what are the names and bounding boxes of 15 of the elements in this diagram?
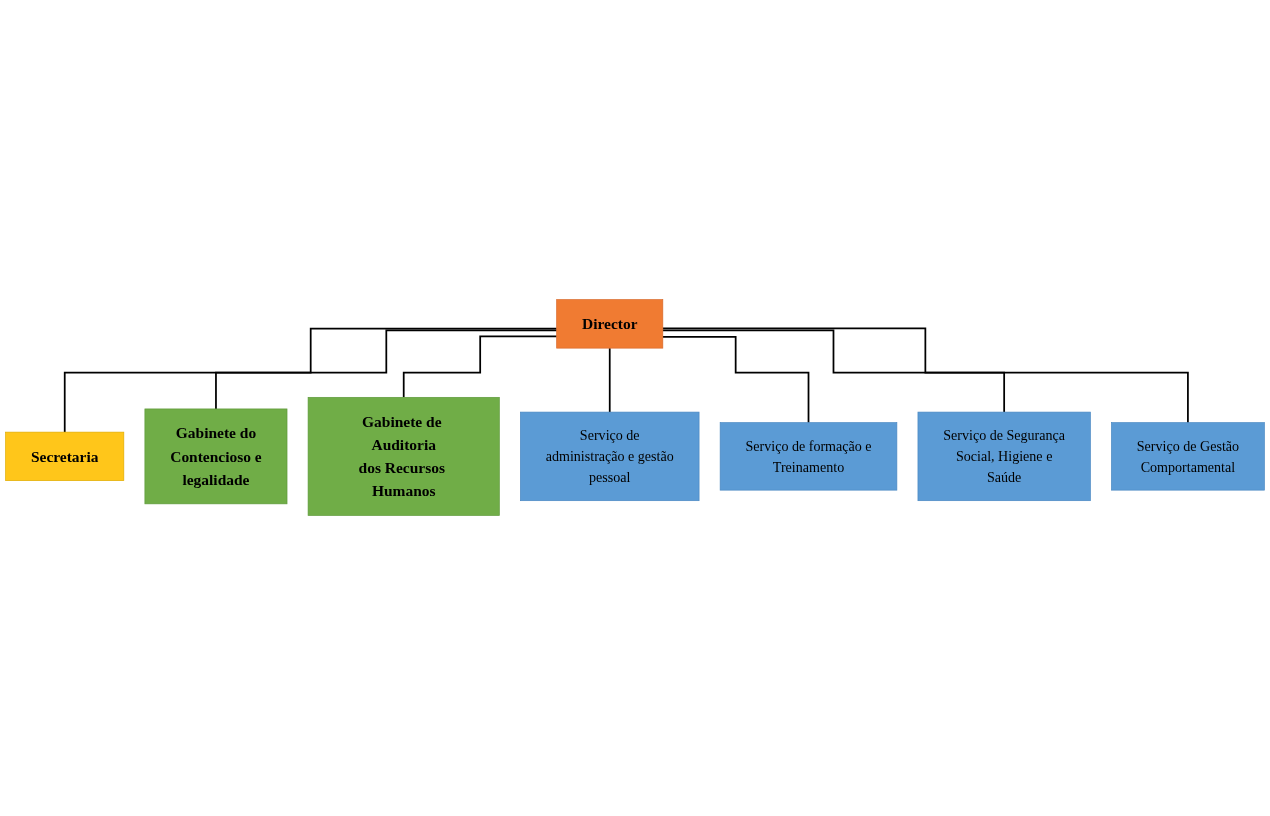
node-box: Gabinete de Auditoria dos Recursos Humanos [307,397,500,517]
node-box: Secretaria [5,432,125,482]
connector [215,330,558,411]
connector [63,328,558,434]
node-box: Director [556,299,664,349]
node-box: Serviço de Gestão Comportamental [1111,422,1265,491]
connector [402,336,558,399]
node-box: Serviço de administração e gestão pessoal [520,412,700,502]
node-box: Serviço de formação e Treinamento [719,422,898,491]
node-box: Gabinete do Contencioso e legalidade [144,409,288,505]
connector [608,347,611,414]
connector [661,330,1006,414]
connector [661,327,1189,424]
node-box: Serviço de Segurança Social, Higiene e Saúde [917,412,1091,502]
connector [661,336,810,424]
